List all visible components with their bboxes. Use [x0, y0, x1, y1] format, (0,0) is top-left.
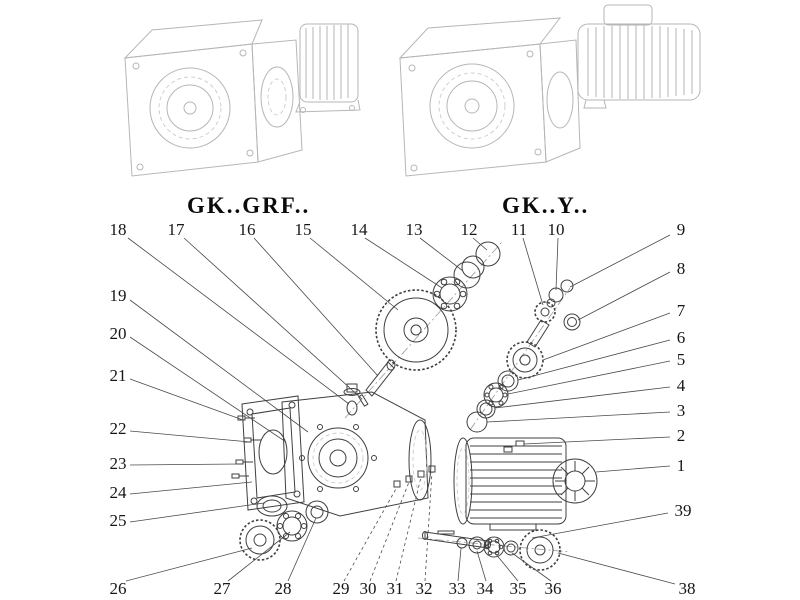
lower-bearing-set-drawing: [239, 500, 329, 561]
figure-title-grf: GK..GRF..: [187, 193, 311, 218]
callout-part-35: 35: [509, 579, 527, 598]
exploded-view-drawing: [231, 241, 598, 571]
callout-part-15: 15: [294, 220, 312, 239]
callout-part-6: 6: [676, 328, 686, 347]
callout-part-8: 8: [676, 259, 686, 278]
callout-part-3: 3: [676, 401, 686, 420]
callout-part-31: 31: [386, 579, 404, 598]
callout-part-27: 27: [213, 579, 231, 598]
callout-part-19: 19: [109, 286, 127, 305]
callout-part-34: 34: [476, 579, 494, 598]
callout-part-10: 10: [547, 220, 565, 239]
intermediate-gear-set-drawing: [466, 341, 544, 433]
cover-bolts-drawing: [231, 415, 261, 479]
callout-part-16: 16: [238, 220, 256, 239]
output-shaft-assembly-drawing: [422, 529, 561, 571]
callout-part-1: 1: [676, 456, 686, 475]
pinion-shaft-drawing: [526, 279, 581, 348]
figure-title-y: GK..Y..: [502, 193, 590, 218]
callout-part-20: 20: [109, 324, 127, 343]
motor-drawing: [453, 437, 598, 531]
callout-part-36: 36: [544, 579, 562, 598]
callout-part-22: 22: [109, 419, 127, 438]
callout-part-30: 30: [359, 579, 377, 598]
callout-part-21: 21: [109, 366, 127, 385]
callout-part-26: 26: [109, 579, 127, 598]
callout-part-33: 33: [448, 579, 466, 598]
callout-part-32: 32: [415, 579, 433, 598]
leader-lines: [125, 234, 676, 585]
callout-part-18: 18: [109, 220, 127, 239]
callout-part-12: 12: [460, 220, 478, 239]
callout-part-5: 5: [676, 350, 686, 369]
callout-part-28: 28: [274, 579, 292, 598]
callout-part-39: 39: [674, 501, 692, 520]
callout-part-17: 17: [167, 220, 185, 239]
input-gear-train-drawing: [346, 241, 501, 416]
callout-part-4: 4: [676, 376, 686, 395]
assembled-view-y-drawing: [398, 4, 701, 177]
callout-part-7: 7: [676, 301, 686, 320]
callout-part-14: 14: [350, 220, 368, 239]
callout-part-25: 25: [109, 511, 127, 530]
assembled-view-grf-drawing: [123, 19, 361, 177]
callout-part-24: 24: [109, 483, 127, 502]
housing-fasteners-drawing: [393, 465, 436, 488]
callout-part-2: 2: [676, 426, 686, 445]
gear-housing-drawing: [281, 383, 432, 517]
callout-part-13: 13: [405, 220, 423, 239]
callout-part-29: 29: [332, 579, 350, 598]
callout-part-38: 38: [678, 579, 696, 598]
callout-part-9: 9: [676, 220, 686, 239]
callout-part-23: 23: [109, 454, 127, 473]
callout-part-11: 11: [510, 220, 528, 239]
